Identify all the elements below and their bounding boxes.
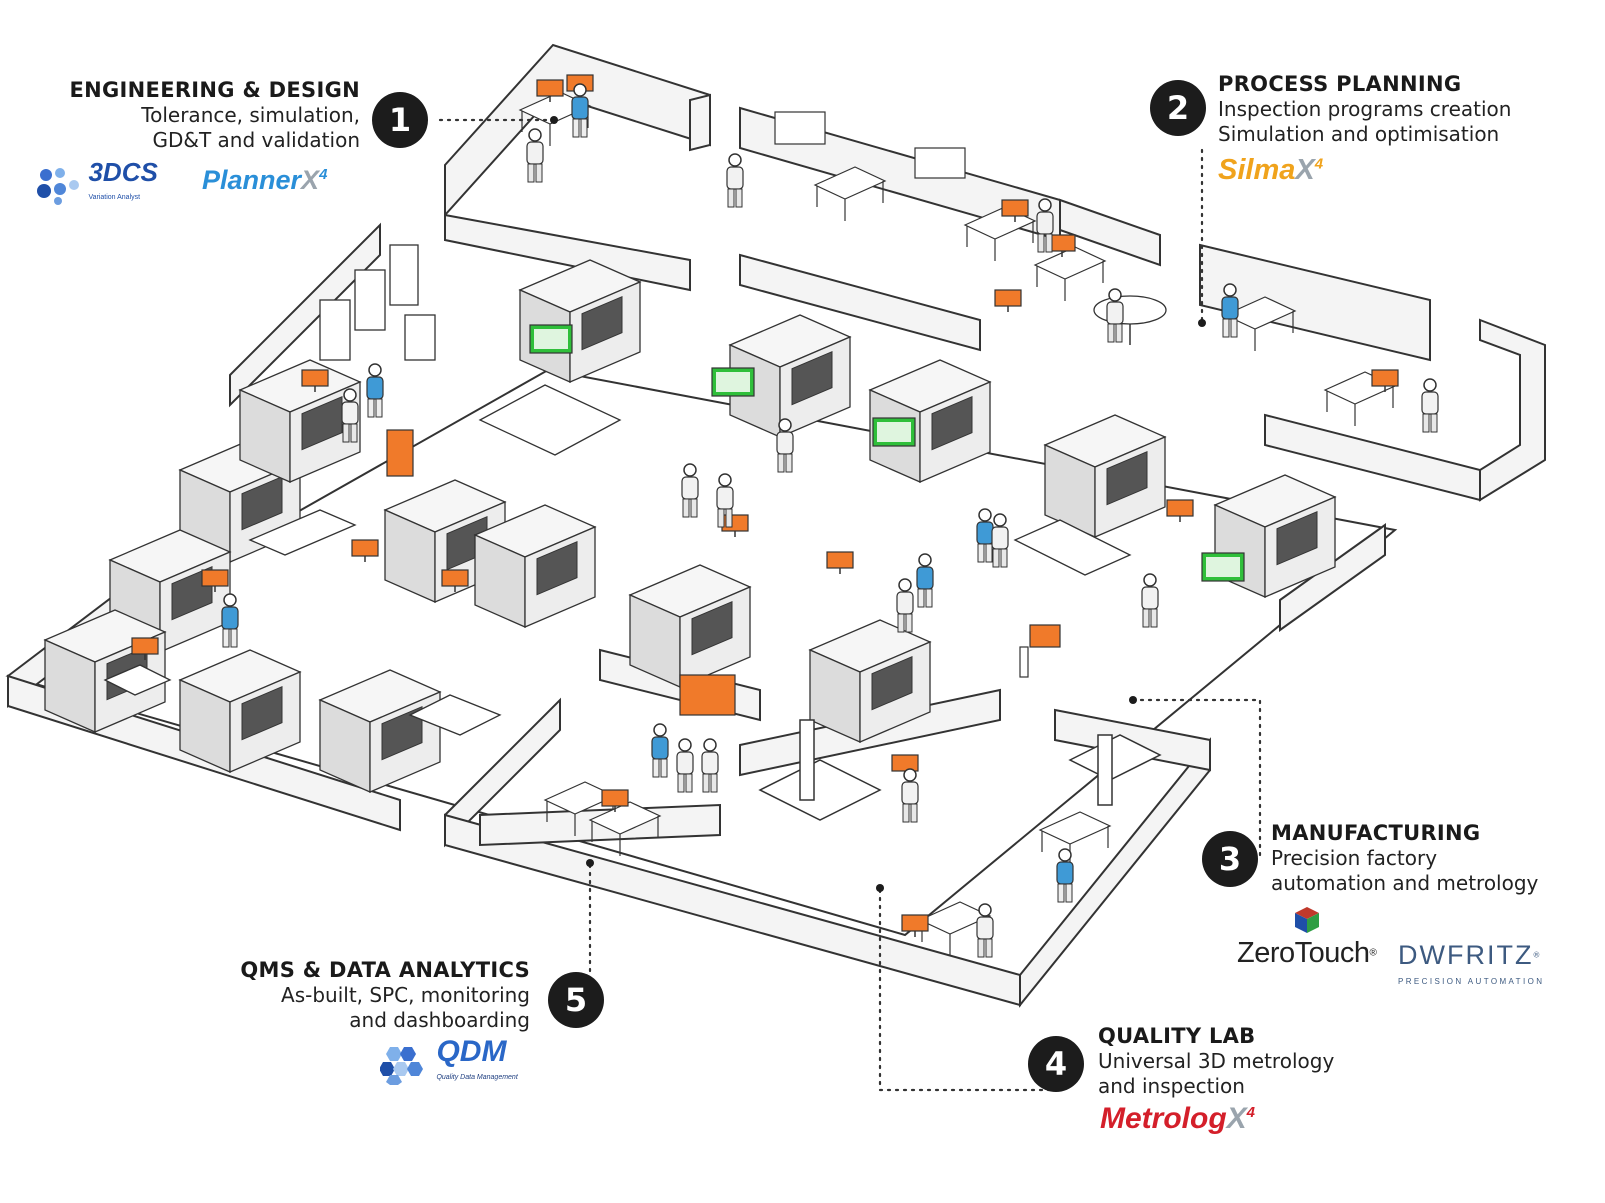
zone-process-planning-label: PROCESS PLANNING Inspection programs cre… (1218, 71, 1511, 147)
silma-mark: X (1295, 154, 1315, 186)
qdm-name: QDM (436, 1035, 507, 1068)
hexagon-logo-icon (379, 1047, 423, 1085)
zone-number-badge: 3 (1202, 831, 1258, 887)
zone-line: Inspection programs creation (1218, 97, 1512, 121)
dcs-name: 3DCS (88, 157, 158, 187)
zone-engineering-label: ENGINEERING & DESIGN Tolerance, simulati… (40, 77, 361, 153)
zerotouch-name: ZeroTouch (1237, 937, 1370, 969)
zone-title: PROCESS PLANNING (1218, 72, 1462, 96)
zerotouch-reg: ® (1369, 947, 1377, 959)
silma-name: Silma (1218, 154, 1296, 186)
zone-manufacturing-label: MANUFACTURING Precision factory automati… (1271, 820, 1538, 896)
zone-number-badge: 4 (1028, 1036, 1084, 1092)
zone-line: Precision factory (1271, 846, 1438, 870)
zone-line: and dashboarding (349, 1008, 530, 1032)
planner-mark: X (301, 165, 320, 195)
silma-logo: SilmaX4 (1218, 154, 1323, 187)
metrolog-sup: 4 (1246, 1104, 1256, 1121)
planner-sup: 4 (319, 166, 328, 183)
zone-quality-lab-label: QUALITY LAB Universal 3D metrology and i… (1098, 1023, 1334, 1099)
zone-title: MANUFACTURING (1271, 821, 1481, 845)
dcs-logo: 3DCS Variation Analyst (36, 159, 158, 207)
zone-number-badge: 5 (548, 972, 604, 1028)
metrolog-logo: MetrologX4 (1100, 1102, 1255, 1136)
metrolog-name: Metrolog (1100, 1102, 1227, 1135)
zone-number-badge: 1 (372, 92, 428, 148)
zone-line: GD&T and validation (152, 128, 360, 152)
metrolog-mark: X (1226, 1102, 1247, 1135)
zone-line: Tolerance, simulation, (141, 103, 360, 127)
zone-qms-label: QMS & DATA ANALYTICS As-built, SPC, moni… (200, 957, 530, 1033)
dashboards (386, 111, 1061, 716)
qdm-tagline: Quality Data Management (436, 1074, 518, 1081)
zone-line: automation and metrology (1271, 871, 1539, 895)
leader-lines (438, 118, 1262, 1092)
zone-line: Simulation and optimisation (1218, 122, 1500, 146)
conveyors (103, 384, 1132, 736)
zone-line: As-built, SPC, monitoring (281, 983, 530, 1007)
dwfritz-logo: DWFRITZ® PRECISION AUTOMATION (1398, 940, 1544, 989)
zone-number-badge: 2 (1150, 80, 1206, 136)
dwfritz-tagline: PRECISION AUTOMATION (1398, 977, 1545, 986)
qdm-logo: QDM Quality Data Management (379, 1037, 518, 1087)
zone-title: QUALITY LAB (1098, 1024, 1256, 1048)
cube-logo-icon (1295, 907, 1319, 933)
cmm-frames (758, 719, 1162, 821)
leader-dots (550, 116, 1206, 892)
dwfritz-reg: ® (1533, 950, 1540, 960)
silma-sup: 4 (1314, 155, 1324, 173)
storage-shelves (319, 244, 436, 361)
planner-name: Planner (202, 165, 302, 195)
round-table (1093, 295, 1167, 345)
zone-title: ENGINEERING & DESIGN (69, 78, 360, 102)
planner-logo: PlannerX4 (202, 165, 327, 196)
zone-title: QMS & DATA ANALYTICS (240, 958, 530, 982)
zone-line: Universal 3D metrology (1098, 1049, 1335, 1073)
zone-line: and inspection (1098, 1074, 1245, 1098)
dcs-tagline: Variation Analyst (88, 194, 141, 201)
dots-logo-icon (37, 168, 79, 205)
zerotouch-logo: ZeroTouch® (1237, 905, 1377, 970)
dwfritz-name: DWFRITZ (1398, 940, 1534, 970)
